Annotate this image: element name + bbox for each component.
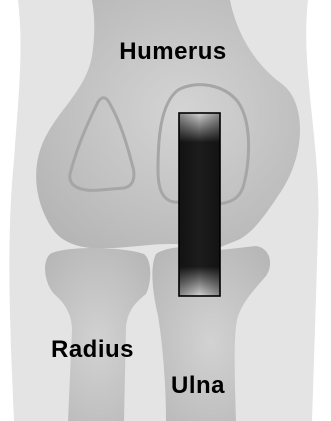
label-ulna: Ulna <box>171 372 225 399</box>
label-radius: Radius <box>51 336 134 363</box>
label-humerus: Humerus <box>119 38 227 65</box>
implant-rod-shading <box>179 113 220 296</box>
